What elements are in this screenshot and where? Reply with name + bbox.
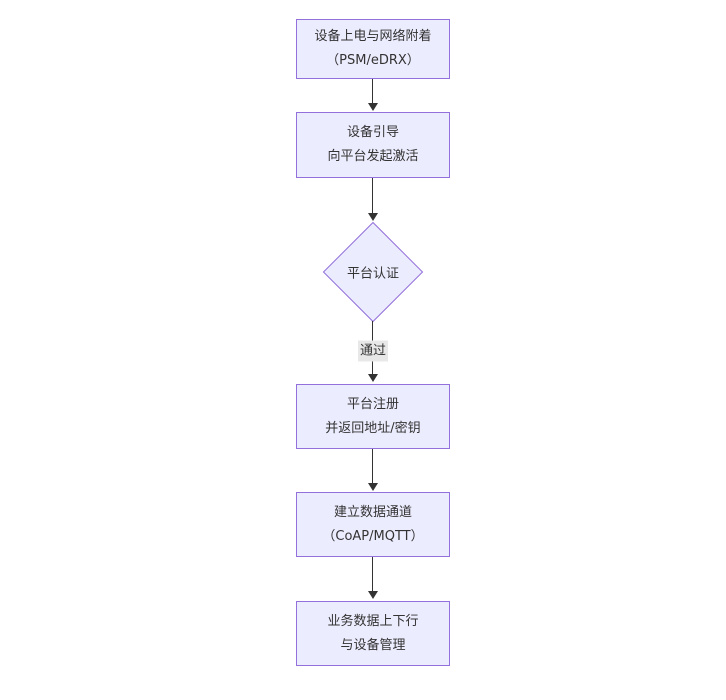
edge-line-4	[372, 449, 373, 483]
node-text-line: 并返回地址/密钥	[325, 420, 421, 436]
node-text-line: 平台认证	[346, 266, 400, 282]
flow-node-power-on: 设备上电与网络附着 （PSM/eDRX）	[296, 19, 450, 79]
edge-line-1	[372, 79, 373, 104]
flow-node-platform-auth: 平台认证	[322, 221, 424, 323]
arrowhead-icon	[368, 483, 378, 491]
node-text-line: 业务数据上下行	[327, 613, 419, 629]
flow-node-platform-register: 平台注册 并返回地址/密钥	[296, 384, 450, 449]
node-text-line: 向平台发起激活	[327, 149, 419, 164]
edge-line-2	[372, 178, 373, 214]
node-text-line: 建立数据通道	[333, 504, 412, 520]
node-text-line: 平台注册	[346, 396, 399, 412]
arrowhead-icon	[368, 213, 378, 221]
arrowhead-icon	[368, 591, 378, 599]
node-text-line: 与设备管理	[340, 637, 406, 653]
flow-node-data-channel: 建立数据通道 （CoAP/MQTT）	[296, 492, 450, 557]
arrowhead-icon	[368, 103, 378, 111]
edge-line-5	[372, 557, 373, 591]
flow-node-business-data: 业务数据上下行 与设备管理	[296, 601, 450, 666]
node-text-line: （PSM/eDRX）	[326, 53, 420, 68]
flow-node-bootstrap: 设备引导 向平台发起激活	[296, 112, 450, 178]
node-text-line: 设备上电与网络附着	[314, 29, 432, 44]
node-text-line: （CoAP/MQTT）	[322, 528, 424, 544]
arrowhead-icon	[368, 374, 378, 382]
node-text-line: 设备引导	[346, 125, 399, 140]
edge-label-pass: 通过	[357, 340, 389, 362]
